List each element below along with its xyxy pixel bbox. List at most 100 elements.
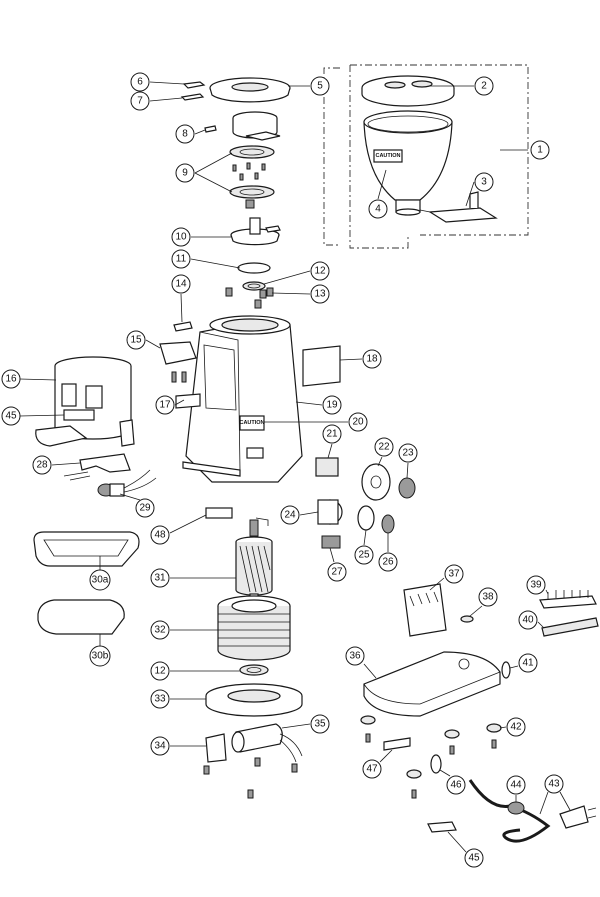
callout-6: 6 [130,72,185,92]
timer-knob [398,477,416,499]
callout-circle [130,91,150,111]
callout-26: 26 [378,533,398,572]
drip-tray-30b [37,599,125,635]
adjustment-screw [180,81,206,101]
side-panel [302,345,341,387]
callout-29: 29 [119,493,155,518]
callout-circle [530,140,550,160]
callout-circle [526,575,546,595]
callout-number: 21 [326,429,338,440]
callout-number: 20 [352,417,364,428]
callout-27: 27 [327,547,347,582]
dial-plate [361,463,391,501]
hopper-lid [361,75,455,107]
callout-number: 22 [378,442,390,453]
callout-number: 9 [182,168,188,179]
callout-number: 45 [5,411,17,422]
callout-17: 17 [155,395,185,415]
callout-number: 15 [130,335,142,346]
plate-48 [205,507,233,519]
callout-34: 34 [150,736,206,756]
callout-19: 19 [295,395,342,415]
callout-leader [363,663,377,679]
callout-leader [406,462,409,479]
callout-leader [194,172,233,193]
callout-leader [429,577,445,591]
callout-circle [89,569,111,591]
callout-leader [299,511,319,516]
timer-unit [317,499,343,525]
callout-number: 27 [331,567,343,578]
callouts: 1234567891011121314151617181920212223242… [1,72,571,868]
callout-1: 1 [500,140,550,160]
callout-number: 38 [482,592,494,603]
callout-circle [374,437,394,457]
callout-circle [126,330,146,350]
callout-number: 19 [326,400,338,411]
callout-leader [174,399,185,406]
callout-14: 14 [171,274,191,323]
base-screws [203,757,298,799]
callout-leader [439,769,451,777]
callout-circle [544,774,564,794]
callout-12a: 12 [263,261,330,285]
callout-leader [327,443,333,459]
callout-circle [322,395,342,415]
callout-35: 35 [281,714,330,734]
callout-circle [130,72,150,92]
callout-circle [464,848,484,868]
callout-number: 42 [510,722,522,733]
callout-43: 43 [539,774,571,815]
callout-leader [169,514,207,534]
callout-leader [509,665,519,669]
label-plate-45b [427,821,457,833]
callout-leader [295,401,323,406]
motor-rotor [235,519,273,607]
callout-circle [362,759,382,779]
callout-number: 32 [154,625,166,636]
callout-number: 12 [314,266,326,277]
callout-circle [171,274,191,294]
callout-number: 43 [548,779,560,790]
callout-number: 41 [522,658,534,669]
callout-25: 25 [354,529,374,565]
callout-number: 46 [450,780,462,791]
callout-leader [363,529,367,546]
callout-20: 20 [264,412,368,432]
callout-leader [194,129,206,135]
callout-circle [446,775,466,795]
callout-7: 7 [130,91,183,111]
callout-number: 13 [314,289,326,300]
cable-gland [430,754,442,774]
callout-circle [398,443,418,463]
callout-30b: 30b [89,634,111,667]
callout-leader [545,589,549,595]
callout-leader [19,414,65,417]
cable-bracket [383,737,411,751]
capacitor [205,723,303,763]
callout-circle [135,498,155,518]
callout-3: 3 [465,172,494,207]
callout-number: 7 [137,96,143,107]
callout-number: 5 [317,81,323,92]
callout-41: 41 [509,653,538,673]
callout-number: 4 [375,204,381,215]
callout-45b: 45 [447,831,484,868]
callout-circle [444,564,464,584]
callout-number: 30a [92,575,109,586]
callout-leader [499,726,507,729]
callout-circle [1,406,21,426]
callout-number: 8 [182,129,188,140]
callout-24: 24 [280,505,319,525]
motor-stator [217,595,291,661]
knob-plate-25 [357,505,375,531]
callout-circle [1,369,21,389]
bracket-clip [175,393,201,409]
callout-leader [194,152,233,174]
callout-10: 10 [171,227,231,247]
drip-tray-30a [33,531,140,567]
callout-circle [155,395,175,415]
callout-number: 18 [366,354,378,365]
callout-circle [474,172,494,192]
callout-36: 36 [345,646,377,679]
